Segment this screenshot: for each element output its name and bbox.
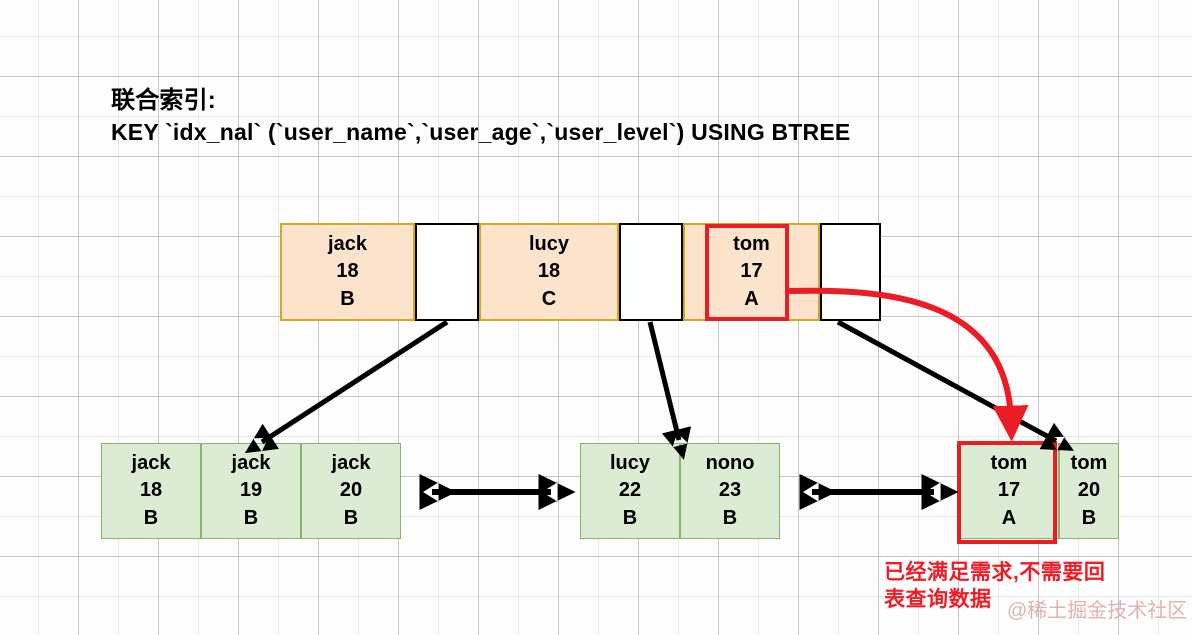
internal-node-entry-0[interactable]: jack 18 B (280, 223, 415, 321)
covering-index-annotation: 已经满足需求,不需要回 表查询数据 (884, 560, 1105, 614)
watermark-text: @稀土掘金技术社区 (1007, 600, 1188, 622)
entry-level: A (1001, 506, 1017, 529)
entry-level: B (340, 287, 355, 310)
entry-name: jack (328, 232, 367, 255)
entry-level: C (541, 287, 557, 310)
entry-name: jack (331, 451, 371, 474)
entry-level: B (722, 506, 738, 529)
entry-level: B (243, 506, 259, 529)
internal-node-entry-1[interactable]: lucy 18 C (479, 223, 619, 321)
entry-name: tom (990, 451, 1028, 474)
leaf-2-entry-1[interactable]: tom 20 B (1059, 443, 1119, 539)
entry-age: 19 (239, 479, 263, 502)
leaf-0-entry-0[interactable]: jack 18 B (101, 443, 201, 539)
entry-level: B (622, 506, 638, 529)
leaf-1-entry-1[interactable]: nono 23 B (680, 443, 780, 539)
pointer-arrow-2 (836, 319, 1074, 451)
leaf-0-entry-2[interactable]: jack 20 B (301, 443, 401, 539)
entry-name: lucy (609, 451, 651, 474)
leaf-1-entry-0[interactable]: lucy 22 B (580, 443, 680, 539)
pointer-arrow-0 (244, 319, 449, 454)
internal-node-pointer-1[interactable] (619, 223, 683, 321)
pointer-arrow-1 (647, 321, 692, 460)
entry-age: 17 (740, 260, 763, 283)
entry-age: 18 (336, 260, 359, 283)
leaf-0-entry-1[interactable]: jack 19 B (201, 443, 301, 539)
entry-age: 20 (339, 479, 363, 502)
internal-node-pointer-2[interactable] (820, 223, 881, 321)
entry-age: 17 (997, 479, 1021, 502)
index-definition-title: 联合索引: KEY `idx_nal` (`user_name`,`user_a… (111, 85, 850, 147)
entry-name: tom (733, 232, 770, 255)
title-line-1: 联合索引: (111, 87, 216, 114)
annotation-line-2: 表查询数据 (884, 587, 992, 611)
entry-age: 18 (537, 260, 561, 283)
entry-name: jack (231, 451, 271, 474)
entry-name: jack (131, 451, 171, 474)
internal-node-pointer-0[interactable] (415, 223, 479, 321)
entry-name: nono (705, 451, 755, 474)
entry-level: A (744, 287, 759, 310)
entry-name: tom (1070, 451, 1108, 474)
entry-level: B (143, 506, 159, 529)
entry-level: B (343, 506, 359, 529)
title-line-2: KEY `idx_nal` (`user_name`,`user_age`,`u… (111, 118, 851, 145)
entry-age: 22 (618, 479, 642, 502)
entry-level: B (1081, 506, 1097, 529)
entry-age: 23 (718, 479, 742, 502)
entry-name: lucy (528, 232, 570, 255)
internal-node-entry-2[interactable]: tom 17 A (683, 223, 820, 321)
annotation-line-1: 已经满足需求,不需要回 (884, 561, 1106, 584)
entry-age: 20 (1077, 479, 1101, 502)
leaf-2-entry-0[interactable]: tom 17 A (959, 443, 1059, 539)
entry-age: 18 (139, 479, 163, 502)
